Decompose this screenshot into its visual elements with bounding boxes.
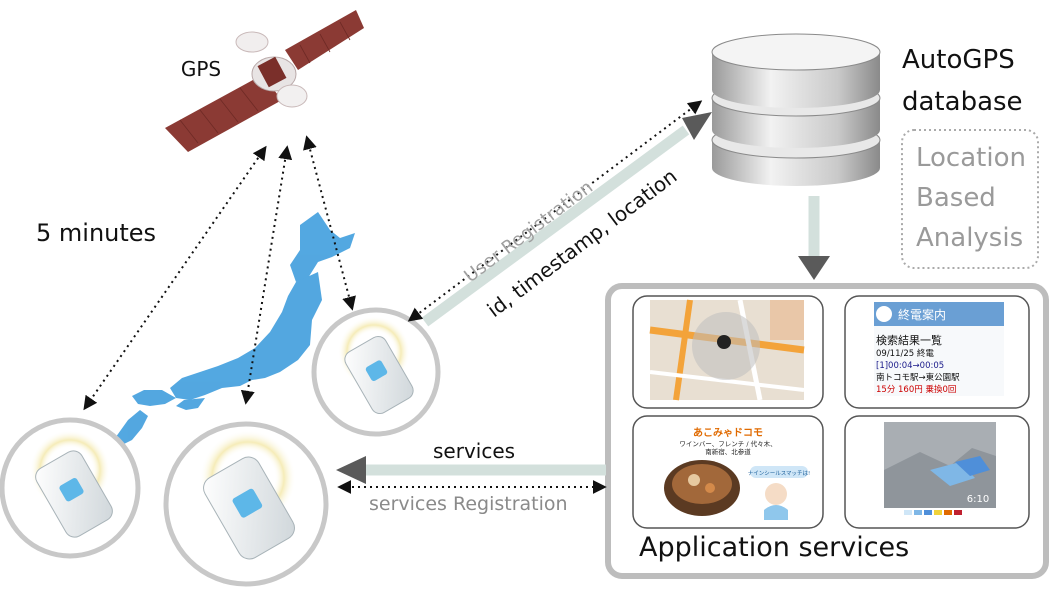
restaurant-bubble: ナインシールスマッチは! (748, 470, 811, 477)
transit-header: 終電案内 (898, 307, 946, 322)
transit-line1: 09/11/25 終電 (876, 348, 934, 359)
transit-line4: 15分 160円 乗換0回 (876, 384, 956, 395)
weather-screenshot: 6:10 (844, 415, 1030, 529)
restaurant-subtitle: ワインバー、フレンチ / 代々木、 (679, 439, 776, 448)
transit-title: 検索結果一覧 (876, 333, 942, 347)
user-registration-arrow (407, 100, 703, 322)
services-label: services (433, 439, 515, 463)
gps-label: GPS (181, 57, 221, 81)
weather-time: 6:10 (967, 494, 989, 505)
japan-map (112, 212, 355, 446)
mobile-phone-left (0, 417, 141, 559)
gps-satellite-icon (165, 10, 364, 152)
map-screenshot (632, 295, 824, 409)
db-to-services-arrow (798, 196, 830, 280)
five-minutes-label: 5 minutes (36, 219, 156, 247)
gps-signal-arrows (83, 135, 356, 411)
transit-line3: 南トコモ駅→東公園駅 (876, 372, 960, 383)
analysis-label-line1: Location (916, 143, 1026, 173)
analysis-label-line3: Analysis (916, 223, 1023, 253)
transit-line2: [1]00:04→00:05 (876, 361, 944, 371)
location-analysis-box (901, 129, 1039, 269)
mobile-phone-right (311, 307, 441, 437)
services-arrow (336, 456, 606, 484)
application-services-label: Application services (639, 532, 909, 563)
services-registration-label: services Registration (369, 493, 568, 515)
database-label-line1: AutoGPS (902, 45, 1015, 75)
database-label-line2: database (902, 87, 1023, 117)
transit-screenshot: 終電案内 検索結果一覧 09/11/25 終電 [1]00:04→00:05 南… (844, 295, 1030, 409)
restaurant-screenshot: あこみゃドコモ ワインバー、フレンチ / 代々木、 南新宿、北参道 ナインシール… (632, 415, 824, 529)
analysis-label-line2: Based (916, 183, 996, 213)
restaurant-title: あこみゃドコモ (693, 426, 763, 439)
mobile-phone-center (163, 421, 329, 587)
restaurant-subtitle2: 南新宿、北参道 (705, 447, 751, 456)
database-icon (711, 33, 881, 186)
